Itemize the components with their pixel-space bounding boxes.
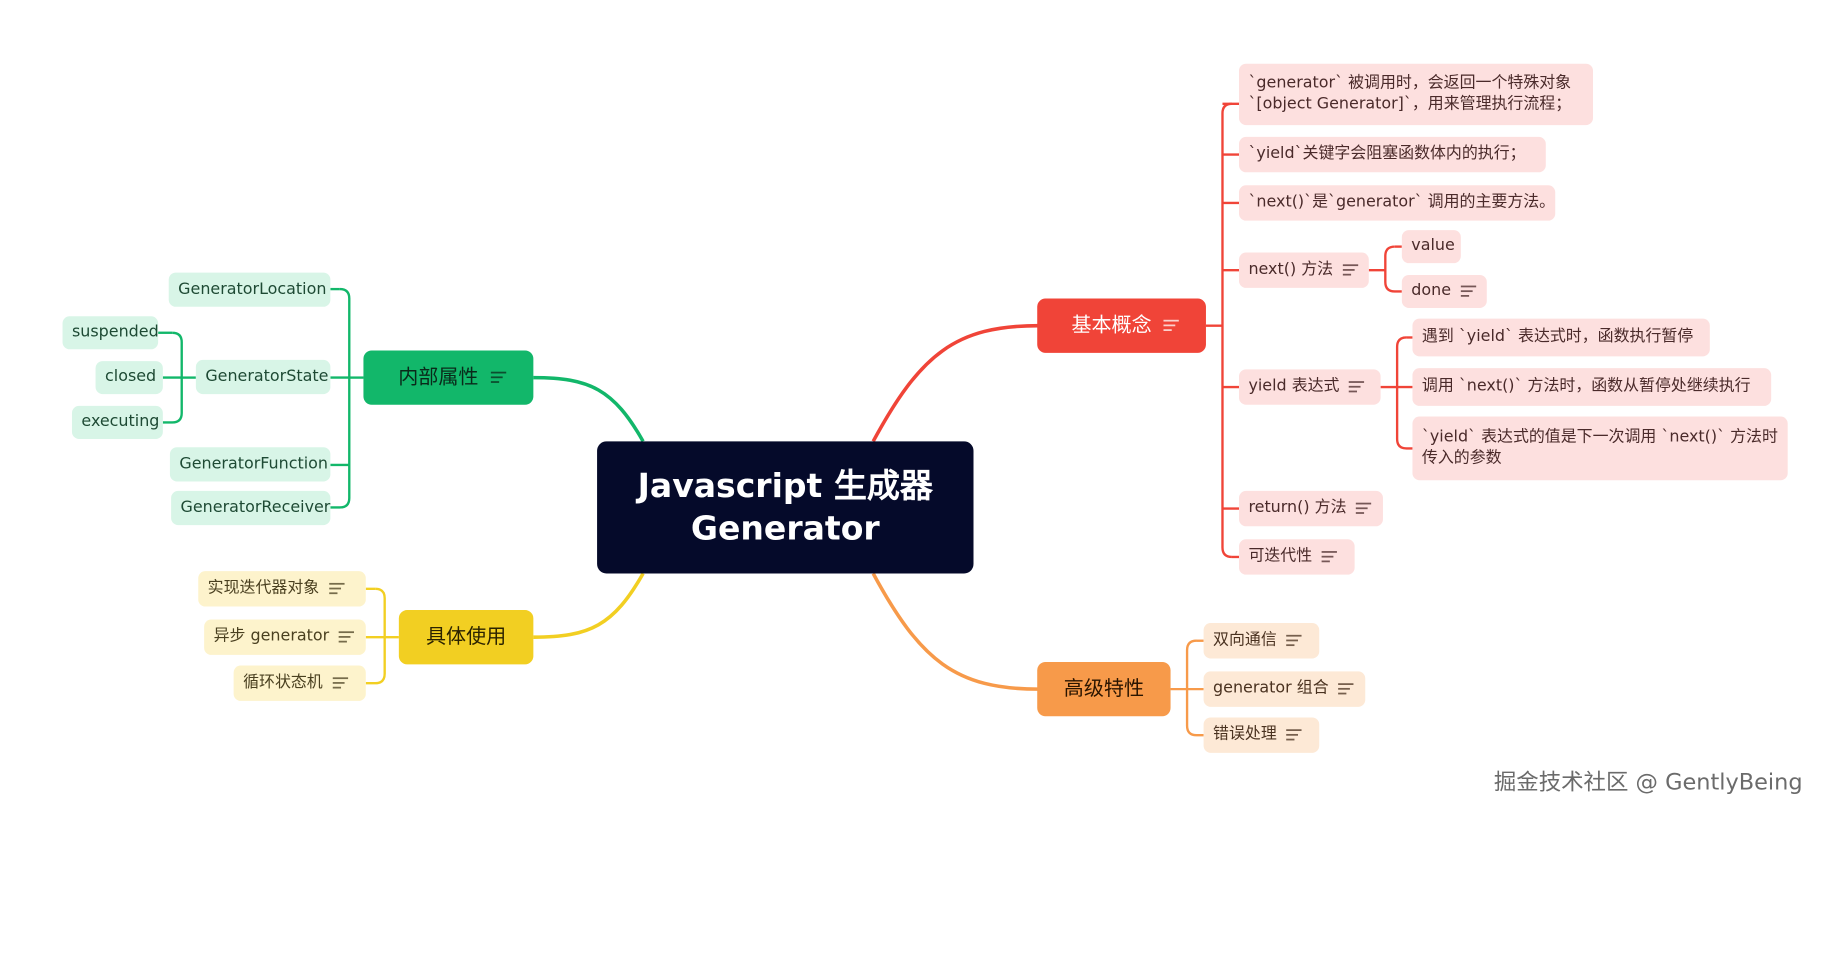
leaf-done-label: done <box>1411 281 1452 300</box>
leaf-next-resume-label: 调用 `next()` 方法时，函数从暂停处继续执行 <box>1421 376 1751 396</box>
notes-icon[interactable] <box>1163 319 1179 332</box>
link-root-usage <box>533 572 645 639</box>
leaf-state-machine-label: 循环状态机 <box>243 672 323 692</box>
leaf-generator-location-label: GeneratorLocation <box>178 279 327 299</box>
branch-advanced[interactable]: 高级特性 <box>1037 661 1171 717</box>
leaf-next-method-label: next() 方法 <box>1248 259 1334 279</box>
leaf-iterable[interactable]: 可迭代性 <box>1239 539 1355 575</box>
notes-icon[interactable] <box>490 371 506 384</box>
leaf-executing[interactable]: executing <box>71 405 163 439</box>
notes-icon[interactable] <box>1355 502 1372 515</box>
leaf-yield-value[interactable]: `yield` 表达式的值是下一次调用 `next()` 方法时传入的参数 <box>1412 416 1788 481</box>
leaf-executing-label: executing <box>81 412 160 431</box>
notes-icon[interactable] <box>1321 551 1337 563</box>
watermark: 掘金技术社区 @ GentlyBeing <box>1493 769 1803 796</box>
leaf-value-label: value <box>1411 236 1455 256</box>
leaf-iterator-object[interactable]: 实现迭代器对象 <box>198 571 366 607</box>
leaf-generator-object[interactable]: `generator` 被调用时，会返回一个特殊对象 `[object Gene… <box>1239 63 1593 126</box>
leaf-closed[interactable]: closed <box>95 361 163 395</box>
notes-icon[interactable] <box>1460 285 1476 298</box>
leaf-two-way[interactable]: 双向通信 <box>1203 623 1320 659</box>
link-root-advanced <box>871 572 1039 691</box>
notes-icon[interactable] <box>328 582 344 595</box>
root-node[interactable]: Javascript 生成器 Generator <box>597 441 974 574</box>
leaf-state-machine[interactable]: 循环状态机 <box>233 665 366 701</box>
leaf-generator-compose[interactable]: generator 组合 <box>1203 671 1366 707</box>
leaf-iterable-label: 可迭代性 <box>1248 546 1313 566</box>
leaf-async-generator[interactable]: 异步 generator <box>204 619 366 655</box>
leaf-generator-receiver[interactable]: GeneratorReceiver <box>171 490 331 526</box>
leaf-two-way-label: 双向通信 <box>1213 630 1277 650</box>
leaf-generator-object-label: `generator` 被调用时，会返回一个特殊对象 `[object Gene… <box>1248 73 1572 114</box>
leaf-closed-label: closed <box>105 367 157 387</box>
leaf-generator-receiver-label: GeneratorReceiver <box>180 497 331 517</box>
leaf-yield-block-label: `yield`关键字会阻塞函数体内的执行； <box>1248 144 1526 164</box>
leaf-done[interactable]: done <box>1401 274 1487 308</box>
leaf-error-handling-label: 错误处理 <box>1213 724 1277 744</box>
leaf-next-resume[interactable]: 调用 `next()` 方法时，函数从暂停处继续执行 <box>1412 368 1772 406</box>
leaf-return-method[interactable]: return() 方法 <box>1239 490 1383 527</box>
root-title-line1: Javascript 生成器 <box>637 465 933 505</box>
branch-internal[interactable]: 内部属性 <box>363 350 534 405</box>
leaf-generator-location[interactable]: GeneratorLocation <box>168 272 331 307</box>
leaf-yield-expr-label: yield 表达式 <box>1248 376 1340 396</box>
leaf-next-method[interactable]: next() 方法 <box>1239 252 1369 288</box>
root-title-line2: Generator <box>690 508 880 548</box>
leaf-yield-value-label: `yield` 表达式的值是下一次调用 `next()` 方法时传入的参数 <box>1421 427 1778 468</box>
leaf-yield-expr[interactable]: yield 表达式 <box>1239 369 1381 405</box>
link-root-basics <box>871 323 1039 443</box>
notes-icon[interactable] <box>332 677 348 690</box>
notes-icon[interactable] <box>1348 381 1365 393</box>
notes-icon[interactable] <box>1342 264 1358 277</box>
leaf-next-main-label: `next()`是`generator` 调用的主要方法。 <box>1248 192 1556 212</box>
leaf-yield-pause[interactable]: 遇到 `yield` 表达式时，函数执行暂停 <box>1412 318 1710 357</box>
leaf-error-handling[interactable]: 错误处理 <box>1203 717 1320 753</box>
leaf-generator-compose-label: generator 组合 <box>1213 678 1329 698</box>
leaf-suspended-label: suspended <box>71 322 159 342</box>
leaf-value[interactable]: value <box>1401 230 1461 264</box>
branch-basics-label: 基本概念 <box>1071 313 1152 338</box>
leaf-yield-pause-label: 遇到 `yield` 表达式时，函数执行暂停 <box>1421 327 1694 346</box>
notes-icon[interactable] <box>338 631 354 644</box>
leaf-generator-state[interactable]: GeneratorState <box>195 359 331 395</box>
notes-icon[interactable] <box>1286 729 1302 742</box>
leaf-iterator-object-label: 实现迭代器对象 <box>207 578 320 598</box>
leaf-generator-state-label: GeneratorState <box>205 366 329 386</box>
notes-icon[interactable] <box>1338 683 1354 696</box>
leaf-generator-function-label: GeneratorFunction <box>179 453 329 473</box>
connector-lines <box>158 102 1413 737</box>
branch-usage[interactable]: 具体使用 <box>398 610 534 665</box>
branch-advanced-label: 高级特性 <box>1063 677 1145 701</box>
leaf-generator-function[interactable]: GeneratorFunction <box>169 447 331 482</box>
leaf-async-generator-label: 异步 generator <box>213 626 330 646</box>
branch-basics[interactable]: 基本概念 <box>1037 298 1206 353</box>
leaf-next-main[interactable]: `next()`是`generator` 调用的主要方法。 <box>1239 185 1556 221</box>
leaf-return-method-label: return() 方法 <box>1248 498 1347 518</box>
branch-usage-label: 具体使用 <box>425 625 507 649</box>
notes-icon[interactable] <box>1286 634 1302 647</box>
leaf-suspended[interactable]: suspended <box>62 316 159 350</box>
link-root-internal <box>533 375 645 443</box>
leaf-yield-block[interactable]: `yield`关键字会阻塞函数体内的执行； <box>1239 136 1546 173</box>
branch-internal-label: 内部属性 <box>398 365 479 390</box>
